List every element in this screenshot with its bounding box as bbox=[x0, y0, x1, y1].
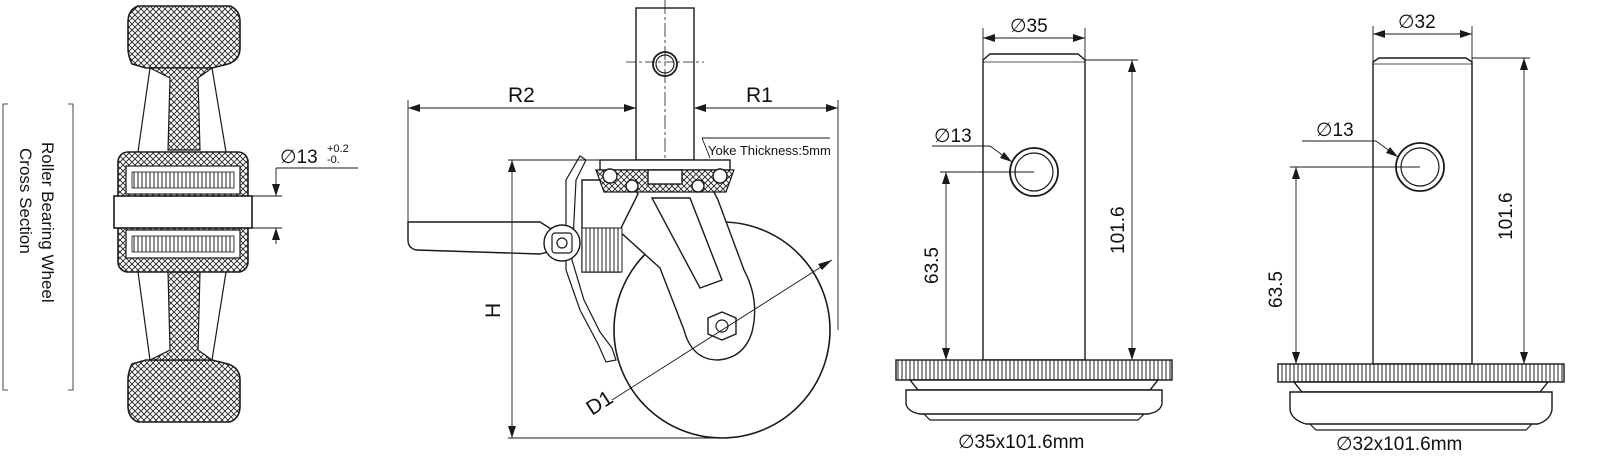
fork-slot bbox=[650, 197, 723, 289]
web-top-outline bbox=[137, 67, 227, 153]
label-bracket-right bbox=[68, 103, 74, 391]
web-bottom-outline bbox=[137, 271, 227, 361]
caster-assembly: R2 R1 Yoke Thickness:5mm H D1 bbox=[407, 0, 839, 439]
stem-35-base-plate bbox=[905, 389, 1163, 415]
stem-35-hole-dim: ∅13 bbox=[934, 126, 972, 147]
dim-d1: D1 bbox=[582, 386, 617, 420]
stem-35-length: 101.6 bbox=[1108, 206, 1129, 254]
wheel-cross-section: Roller Bearing Wheel Cross Section ∅13 +… bbox=[2, 5, 358, 423]
stem-35-diameter: ∅35 bbox=[1010, 16, 1048, 37]
stem-32-caption: ∅32x101.6mm bbox=[1336, 434, 1462, 455]
stem-35-body bbox=[982, 53, 1086, 361]
bore-tol-upper: +0.2 bbox=[327, 143, 349, 155]
stem-35-caption: ∅35x101.6mm bbox=[958, 432, 1084, 453]
roller-bottom bbox=[131, 235, 235, 253]
roller-top bbox=[131, 171, 235, 189]
tyre-top bbox=[127, 5, 241, 69]
stem-32-body bbox=[1372, 57, 1473, 365]
axle-bore bbox=[113, 195, 253, 229]
stem-35-hole-height: 63.5 bbox=[922, 247, 943, 284]
stem-32-drawing: ∅32 ∅13 63.5 101.6 ∅32x101.6mm bbox=[1266, 12, 1565, 455]
bore-tol-lower: -0. bbox=[327, 154, 340, 166]
label-bracket-left bbox=[2, 103, 8, 391]
yoke-thickness-note: Yoke Thickness:5mm bbox=[708, 143, 831, 158]
web-top bbox=[149, 67, 214, 151]
stem-35-drawing: ∅35 ∅13 63.5 101.6 ∅35x101.6mm bbox=[895, 16, 1173, 453]
axle-nut bbox=[707, 311, 737, 341]
web-bottom bbox=[149, 271, 214, 361]
lever-pivot bbox=[543, 224, 581, 262]
dim-h: H bbox=[482, 303, 505, 318]
stem-32-base-plate bbox=[1289, 391, 1553, 425]
stem-32-length: 101.6 bbox=[1496, 192, 1517, 240]
brake-ribs bbox=[581, 227, 623, 273]
wheel-label-line1: Roller Bearing Wheel bbox=[38, 142, 57, 303]
dim-r2: R2 bbox=[508, 84, 535, 107]
dim-r1: R1 bbox=[746, 84, 773, 107]
stem-32-hole-height: 63.5 bbox=[1266, 271, 1287, 308]
stem-35-base-ring bbox=[895, 359, 1173, 381]
wheel-label-line2: Cross Section bbox=[16, 148, 35, 254]
stem-32-base-ring bbox=[1277, 363, 1565, 383]
stem-32-diameter: ∅32 bbox=[1398, 12, 1436, 33]
brake-lever bbox=[407, 221, 557, 255]
stem-32-hole-dim: ∅13 bbox=[1316, 120, 1354, 141]
stem-hole bbox=[652, 51, 678, 77]
brake-arm bbox=[565, 155, 617, 363]
bore-dim-label: ∅13 bbox=[280, 147, 318, 168]
top-plate bbox=[599, 159, 731, 171]
tyre-bottom bbox=[127, 359, 241, 423]
